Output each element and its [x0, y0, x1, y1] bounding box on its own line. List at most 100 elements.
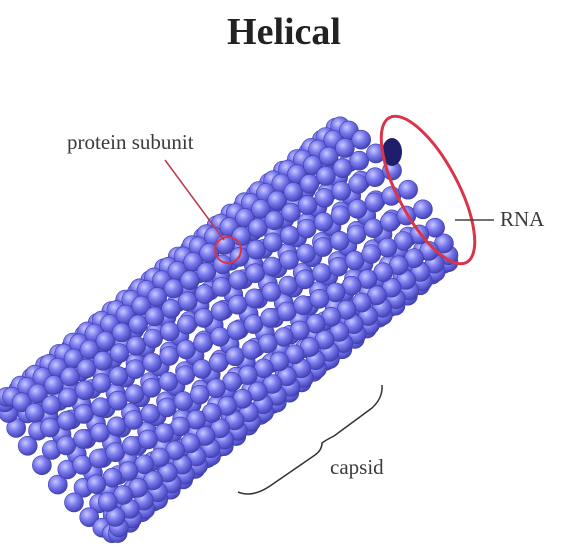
capsid-label: capsid	[330, 455, 384, 480]
protein-subunit-sphere	[300, 174, 319, 193]
protein-subunit-sphere	[280, 251, 299, 270]
protein-subunit-sphere	[59, 388, 78, 407]
protein-subunit-sphere	[362, 245, 381, 264]
protein-subunit-sphere	[315, 188, 334, 207]
protein-subunit-sphere	[144, 329, 163, 348]
protein-subunit-sphere	[399, 180, 418, 199]
protein-subunit-sphere	[296, 270, 315, 289]
rna-label: RNA	[500, 207, 544, 232]
protein-subunit-sphere	[316, 166, 335, 185]
protein-subunit-sphere	[352, 130, 371, 149]
protein-subunit-sphere	[107, 417, 126, 436]
protein-subunit-sphere	[74, 404, 93, 423]
protein-subunit-sphere	[61, 367, 80, 386]
protein-subunit-sphere	[281, 203, 300, 222]
protein-subunit-sphere	[109, 367, 128, 386]
protein-subunit-sphere	[333, 159, 352, 178]
protein-subunit-sphere	[329, 257, 348, 276]
protein-subunit-sphere	[247, 240, 266, 259]
protein-subunit-sphere	[350, 151, 369, 170]
protein-subunit-sphere	[124, 411, 143, 430]
protein-subunit-sphere	[87, 475, 106, 494]
protein-subunit-leader-line	[165, 160, 224, 240]
protein-subunit-sphere	[108, 391, 127, 410]
protein-subunit-sphere	[232, 227, 251, 246]
protein-subunit-sphere	[310, 289, 329, 308]
protein-subunit-sphere	[228, 295, 247, 314]
protein-subunit-sphere	[177, 340, 196, 359]
protein-subunit-sphere	[380, 212, 399, 231]
protein-subunit-sphere	[347, 225, 366, 244]
protein-subunit-sphere	[194, 308, 213, 327]
protein-subunit-sphere	[91, 398, 110, 417]
protein-subunit-sphere	[209, 353, 228, 372]
protein-subunit-sphere	[178, 292, 197, 311]
protein-subunit-sphere	[177, 315, 196, 334]
protein-subunit-sphere	[195, 285, 214, 304]
protein-subunit-sphere	[227, 321, 246, 340]
protein-subunit-sphere	[263, 233, 282, 252]
protein-subunit-sphere	[366, 168, 385, 187]
protein-subunit-sphere	[180, 271, 199, 290]
protein-subunit-sphere	[190, 385, 209, 404]
protein-subunit-sphere	[57, 436, 76, 455]
protein-subunit-sphere	[263, 257, 282, 276]
protein-subunit-sphere	[157, 398, 176, 417]
protein-subunit-sphere	[413, 200, 432, 219]
protein-subunit-sphere	[262, 282, 281, 301]
protein-subunit-sphere	[213, 255, 232, 274]
protein-subunit-sphere	[77, 359, 96, 378]
protein-subunit-sphere	[160, 322, 179, 341]
protein-subunit-sphere	[246, 264, 265, 283]
protein-subunit-sphere	[57, 411, 76, 430]
protein-subunit-sphere	[298, 196, 317, 215]
protein-subunit-sphere	[160, 346, 179, 365]
protein-subunit-sphere	[42, 396, 61, 415]
protein-subunit-sphere	[125, 385, 144, 404]
protein-subunit-sphere	[65, 493, 84, 512]
protein-subunit-sphere	[145, 307, 164, 326]
protein-subunit-sphere	[332, 181, 351, 200]
protein-subunit-sphere	[159, 372, 178, 391]
protein-subunit-sphere	[297, 219, 316, 238]
protein-subunit-sphere	[297, 244, 316, 263]
protein-subunit-sphere	[330, 231, 349, 250]
protein-subunit-sphere	[176, 366, 195, 385]
protein-subunit-sphere	[312, 264, 331, 283]
protein-subunit-sphere	[242, 340, 261, 359]
protein-subunit-sphere	[212, 278, 231, 297]
protein-subunit-sphere	[143, 353, 162, 372]
protein-subunit-sphere	[229, 271, 248, 290]
protein-subunit-sphere	[280, 226, 299, 245]
protein-subunit-sphere	[142, 378, 161, 397]
protein-subunit-sphere	[192, 359, 211, 378]
protein-subunit-sphere	[25, 403, 44, 422]
protein-subunit-sphere	[112, 323, 131, 342]
protein-subunit-sphere	[162, 299, 181, 318]
protein-subunit-sphere	[92, 374, 111, 393]
protein-subunit-sphere	[244, 315, 263, 334]
protein-subunit-sphere	[74, 429, 93, 448]
protein-subunit-sphere	[75, 381, 94, 400]
protein-subunit-sphere	[365, 193, 384, 212]
protein-subunit-sphere	[110, 344, 129, 363]
protein-subunit-label: protein subunit	[67, 130, 194, 155]
protein-subunit-sphere	[261, 308, 280, 327]
protein-subunit-sphere	[211, 302, 230, 321]
protein-subunit-sphere	[129, 315, 148, 334]
protein-subunit-sphere	[313, 238, 332, 257]
protein-subunit-sphere	[348, 199, 367, 218]
protein-subunit-sphere	[210, 327, 229, 346]
protein-subunit-sphere	[194, 334, 213, 353]
protein-subunit-sphere	[41, 418, 60, 437]
protein-subunit-sphere	[197, 263, 216, 282]
protein-subunit-sphere	[265, 211, 284, 230]
protein-subunit-sphere	[89, 449, 108, 468]
protein-subunit-sphere	[98, 493, 117, 512]
protein-subunit-sphere	[141, 404, 160, 423]
protein-subunit-sphere	[91, 423, 110, 442]
protein-subunit-sphere	[126, 360, 145, 379]
protein-subunit-sphere	[248, 219, 267, 238]
protein-subunit-sphere	[93, 351, 112, 370]
